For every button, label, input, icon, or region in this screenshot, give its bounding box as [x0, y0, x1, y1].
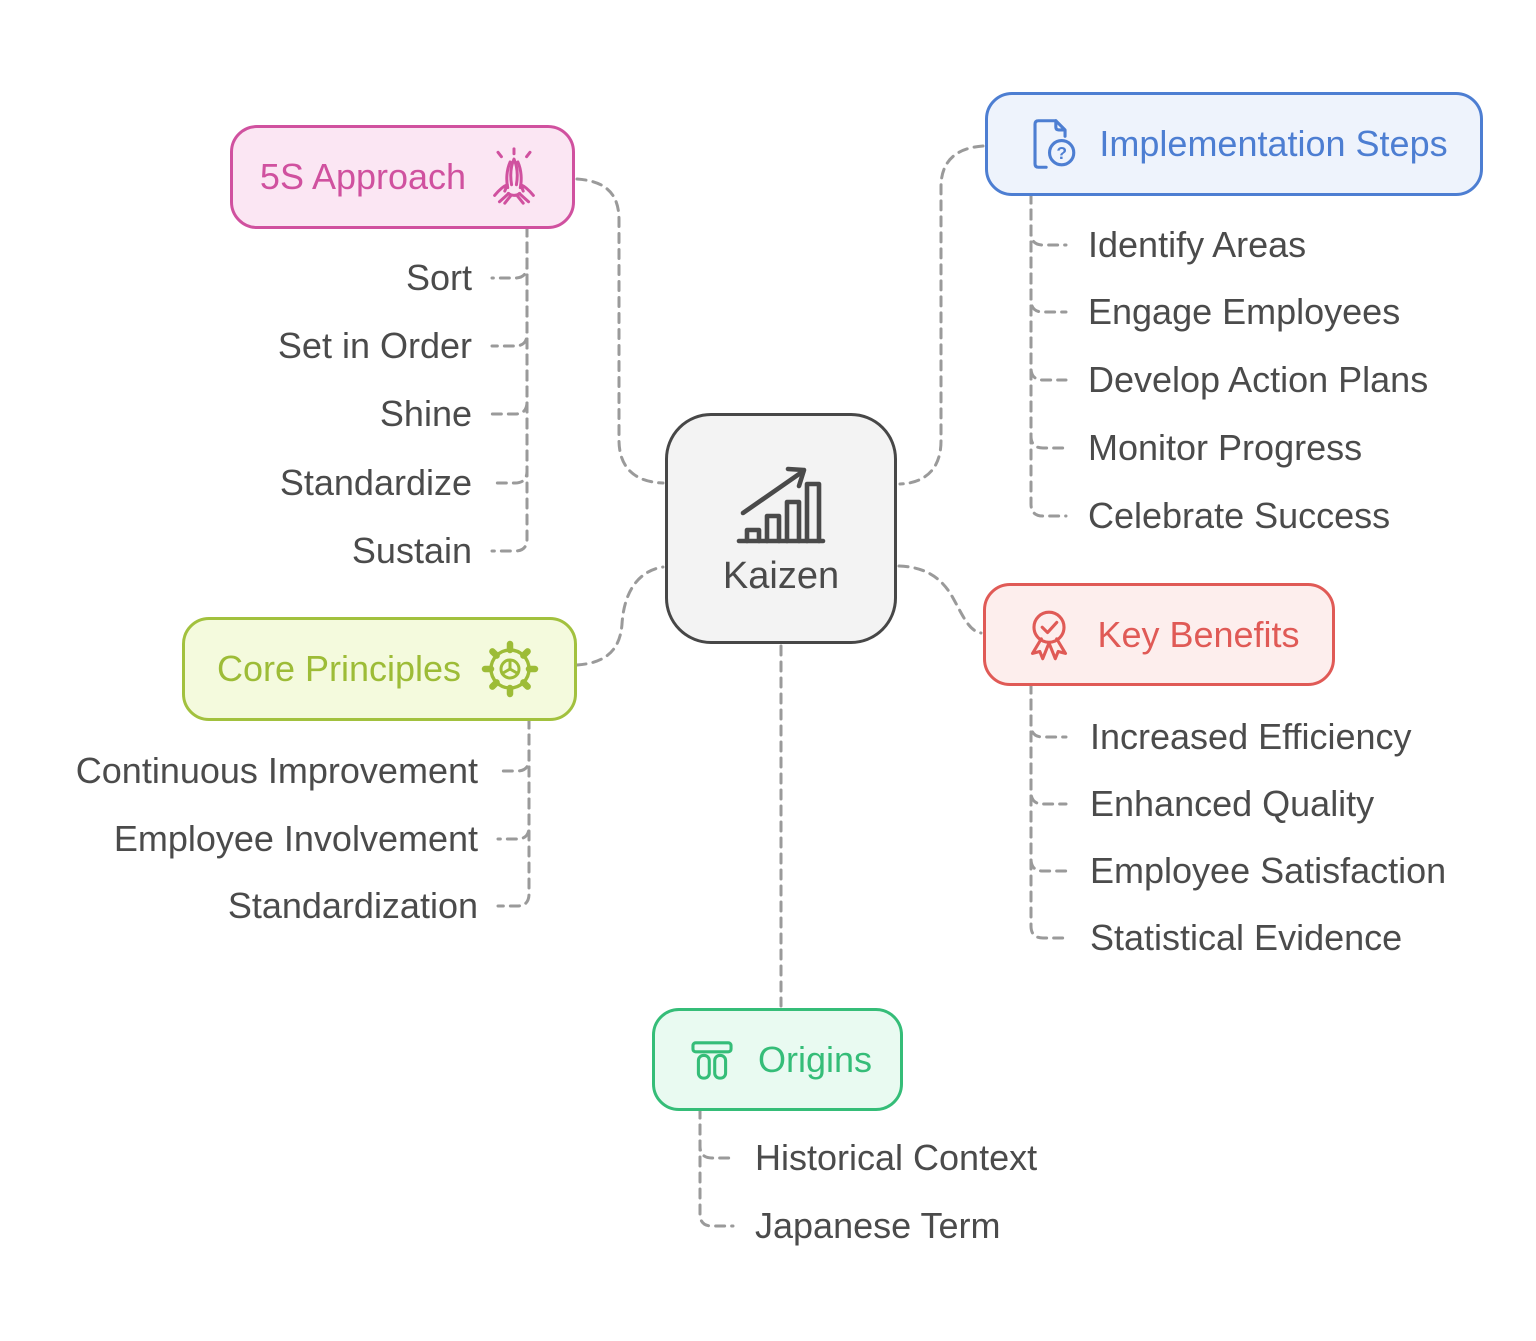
item-enhanced-quality: Enhanced Quality [1090, 783, 1375, 824]
connector-origin-item-0 [698, 1107, 735, 1160]
connector-core-to-center [575, 565, 665, 667]
item-employee-satisfaction: Employee Satisfaction [1090, 850, 1447, 891]
item-standardize: Standardize [279, 462, 472, 503]
svg-text:?: ? [1057, 143, 1068, 163]
item-standardization: Standardization [227, 885, 478, 926]
connector-benefit-item-0 [1029, 682, 1068, 739]
item-celebrate-success: Celebrate Success [1088, 495, 1391, 536]
item-develop-action-plans: Develop Action Plans [1088, 359, 1429, 400]
item-increased-efficiency: Increased Efficiency [1090, 716, 1412, 757]
connector-benefit-item-2 [1029, 682, 1068, 873]
connector-core-item-1 [496, 717, 531, 841]
connector-benefit-item-1 [1029, 682, 1068, 806]
connector-benefit-item-3 [1029, 682, 1068, 940]
item-historical-context: Historical Context [755, 1137, 1038, 1178]
item-shine: Shine [379, 393, 472, 434]
stonehenge-icon [691, 1040, 733, 1080]
branch-title-implementation-steps: Implementation Steps [1099, 123, 1448, 164]
connector-impl-item-2 [1029, 192, 1068, 382]
connector-impl-item-4 [1029, 192, 1068, 518]
growth-chart-icon [736, 466, 826, 544]
item-sustain: Sustain [351, 530, 472, 571]
connector-origin-item-1 [698, 1107, 735, 1228]
connector-5s-item-3 [490, 225, 529, 485]
item-employee-involvement: Employee Involvement [113, 818, 478, 859]
branch-title-key-benefits: Key Benefits [1097, 613, 1300, 655]
award-medal-icon [1031, 610, 1068, 660]
branch-node-5s-approach: 5S Approach [230, 125, 575, 229]
branch-title-5s-approach: 5S Approach [259, 156, 467, 197]
document-question-icon: ? [1033, 119, 1076, 169]
connector-core-item-2 [496, 717, 531, 908]
branch-node-key-benefits: Key Benefits [983, 583, 1335, 686]
praying-hands-icon [493, 147, 535, 205]
center-node-label: Kaizen [722, 555, 840, 597]
connector-5s-item-4 [490, 225, 529, 553]
branch-node-implementation-steps: ? Implementation Steps [985, 92, 1483, 196]
item-monitor-progress: Monitor Progress [1088, 427, 1363, 468]
item-engage-employees: Engage Employees [1088, 291, 1401, 332]
connector-impl-item-0 [1029, 192, 1068, 247]
connector-implementation-to-center [898, 144, 985, 486]
branch-node-origins: Origins [652, 1008, 903, 1111]
item-identify-areas: Identify Areas [1088, 224, 1307, 265]
item-continuous-improvement: Continuous Improvement [75, 750, 478, 791]
connector-5s-item-2 [490, 225, 529, 416]
connector-5s-item-1 [490, 225, 529, 348]
connector-impl-item-3 [1029, 192, 1068, 450]
branch-title-core-principles: Core Principles [216, 648, 462, 689]
item-statistical-evidence: Statistical Evidence [1090, 917, 1403, 958]
connector-core-item-0 [496, 717, 531, 773]
connector-5s-item-0 [490, 225, 529, 280]
connector-5s-to-center [575, 177, 665, 485]
connector-benefits-to-center [897, 564, 983, 635]
branch-title-origins: Origins [757, 1038, 873, 1080]
branch-node-core-principles: Core Principles [182, 617, 577, 721]
item-set-in-order: Set in Order [277, 325, 472, 366]
gear-icon [481, 640, 539, 698]
item-japanese-term: Japanese Term [755, 1205, 1001, 1246]
connector-impl-item-1 [1029, 192, 1068, 314]
item-sort: Sort [405, 257, 472, 298]
center-node-kaizen: Kaizen [665, 413, 897, 644]
